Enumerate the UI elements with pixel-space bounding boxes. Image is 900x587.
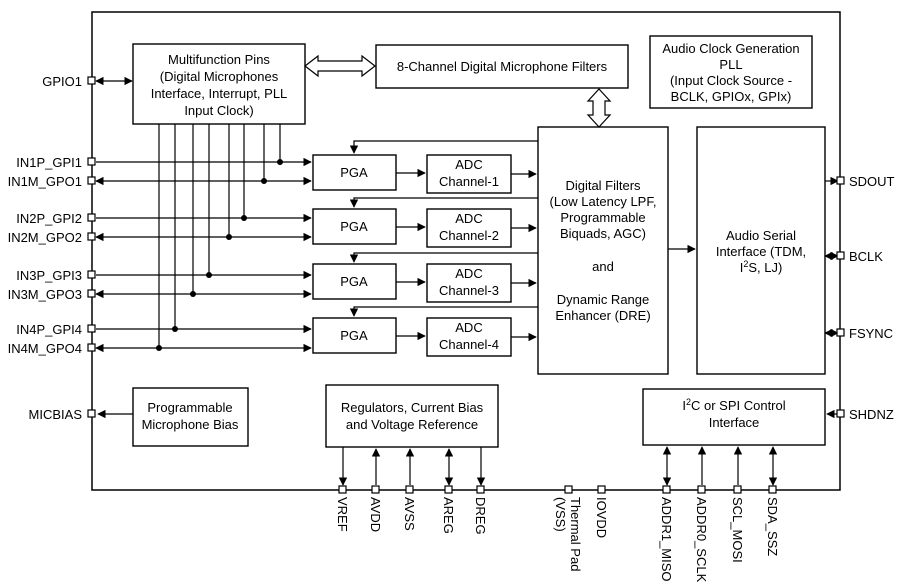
digital-filters-line-2: (Low Latency LPF, (550, 194, 657, 209)
pin-thermal-pad: Thermal Pad (568, 497, 583, 571)
pin-gpio1: GPIO1 (42, 74, 82, 89)
adc-block-4: ADC Channel-4 (426, 317, 512, 357)
pin-in3m-gpo3: IN3M_GPO3 (8, 287, 82, 302)
pin-avdd: AVDD (368, 497, 383, 532)
adc-block-2: ADC Channel-2 (426, 208, 512, 248)
regulators-line-2: and Voltage Reference (346, 417, 478, 432)
multifunction-pins-block: Multifunction Pins (Digital Microphones … (132, 43, 306, 125)
pin-micbias: MICBIAS (29, 407, 83, 422)
pin-in1p-gpi1: IN1P_GPI1 (16, 155, 82, 170)
pin-areg: AREG (441, 497, 456, 534)
left-pin-labels: GPIO1 IN1P_GPI1 IN1M_GPO1 IN2P_GPI2 IN2M… (8, 74, 83, 422)
digital-filters-and: and (592, 259, 614, 274)
pga-block-4: PGA (312, 317, 397, 354)
clock-gen-line-1: Audio Clock Generation (662, 41, 799, 56)
junction-dots (156, 159, 283, 351)
control-interface-block: I2C or SPI Control Interface (642, 388, 826, 446)
pin-in2m-gpo2: IN2M_GPO2 (8, 230, 82, 245)
pga-2-label: PGA (340, 219, 368, 234)
clock-gen-line-4: BCLK, GPIOx, GPIx) (671, 89, 792, 104)
digital-filters-line-4: Biquads, AGC) (560, 226, 646, 241)
pin-scl-mosi: SCL_MOSI (730, 497, 745, 563)
digital-filters-line-3: Programmable (560, 210, 645, 225)
regulators-line-1: Regulators, Current Bias (341, 400, 484, 415)
pin-in4m-gpo4: IN4M_GPO4 (8, 341, 82, 356)
pga-block-3: PGA (312, 263, 397, 300)
pin-in4p-gpi4: IN4P_GPI4 (16, 322, 82, 337)
pin-fsync: FSYNC (849, 326, 893, 341)
pin-in2p-gpi2: IN2P_GPI2 (16, 211, 82, 226)
clock-gen-line-3: (Input Clock Source - (670, 73, 792, 88)
signal-wires (95, 76, 839, 486)
pin-sda-ssz: SDA_SSZ (765, 497, 780, 556)
dmf-to-df-hollow-arrow (586, 88, 612, 128)
adc-block-1: ADC Channel-1 (426, 154, 512, 194)
pin-in1m-gpo1: IN1M_GPO1 (8, 174, 82, 189)
asi-line-2: Interface (TDM, (716, 244, 806, 259)
multifunction-pins-line-2: (Digital Microphones (160, 69, 279, 84)
pin-vref: VREF (335, 497, 350, 532)
pin-squares (87, 76, 845, 494)
digital-filters-block: Digital Filters (Low Latency LPF, Progra… (537, 126, 669, 375)
mic-bias-line-1: Programmable (147, 400, 232, 415)
pin-shdnz: SHDNZ (849, 407, 894, 422)
pin-avss: AVSS (402, 497, 417, 531)
pin-addr0-sclk: ADDR0_SCLK (694, 497, 709, 583)
control-line-1: I2C or SPI Control (682, 397, 785, 413)
adc-4-line-1: ADC (455, 320, 482, 335)
pin-iovdd: IOVDD (594, 497, 609, 538)
right-pin-labels: SDOUT BCLK FSYNC SHDNZ (849, 174, 895, 422)
pin-in3p-gpi3: IN3P_GPI3 (16, 268, 82, 283)
digital-mic-filters-block: 8-Channel Digital Microphone Filters (375, 44, 629, 89)
adc-2-line-2: Channel-2 (439, 228, 499, 243)
audio-serial-interface-block: Audio Serial Interface (TDM, I2S, LJ) (696, 126, 826, 375)
pin-thermal-pad-vss: (VSS) (553, 497, 568, 532)
pin-bclk: BCLK (849, 249, 883, 264)
digital-filters-line-1: Digital Filters (565, 178, 641, 193)
chip-outline (91, 11, 841, 491)
bottom-pin-labels: VREF AVDD AVSS AREG DREG Thermal Pad (VS… (335, 497, 780, 583)
dre-line-1: Dynamic Range (557, 292, 650, 307)
asi-line-1: Audio Serial (726, 228, 796, 243)
asi-line-3: I2S, LJ) (740, 259, 783, 275)
regulators-block: Regulators, Current Bias and Voltage Ref… (325, 384, 499, 448)
pga-block-1: PGA (312, 154, 397, 191)
adc-block-3: ADC Channel-3 (426, 263, 512, 303)
audio-clock-generation-block: Audio Clock Generation PLL (Input Clock … (649, 35, 813, 109)
multifunction-pins-line-3: Interface, Interrupt, PLL (151, 86, 288, 101)
pin-sdout: SDOUT (849, 174, 895, 189)
adc-1-line-1: ADC (455, 157, 482, 172)
mic-bias-line-2: Microphone Bias (142, 417, 239, 432)
adc-3-line-2: Channel-3 (439, 283, 499, 298)
multifunction-pins-line-1: Multifunction Pins (168, 52, 270, 67)
adc-4-line-2: Channel-4 (439, 337, 499, 352)
mfp-to-dmf-hollow-arrow (304, 54, 376, 78)
multifunction-pins-line-4: Input Clock) (184, 103, 253, 118)
adc-3-line-1: ADC (455, 266, 482, 281)
pin-addr1-miso: ADDR1_MISO (659, 497, 674, 582)
pga-4-label: PGA (340, 328, 368, 343)
programmable-mic-bias-block: Programmable Microphone Bias (132, 387, 249, 447)
clock-gen-line-2: PLL (719, 57, 742, 72)
dre-line-2: Enhancer (DRE) (555, 308, 650, 323)
adc-2-line-1: ADC (455, 211, 482, 226)
adc-1-line-2: Channel-1 (439, 174, 499, 189)
pga-1-label: PGA (340, 165, 368, 180)
pga-block-2: PGA (312, 208, 397, 245)
digital-mic-filters-label: 8-Channel Digital Microphone Filters (397, 59, 608, 74)
pga-3-label: PGA (340, 274, 368, 289)
control-line-2: Interface (709, 415, 760, 430)
pin-dreg: DREG (473, 497, 488, 535)
